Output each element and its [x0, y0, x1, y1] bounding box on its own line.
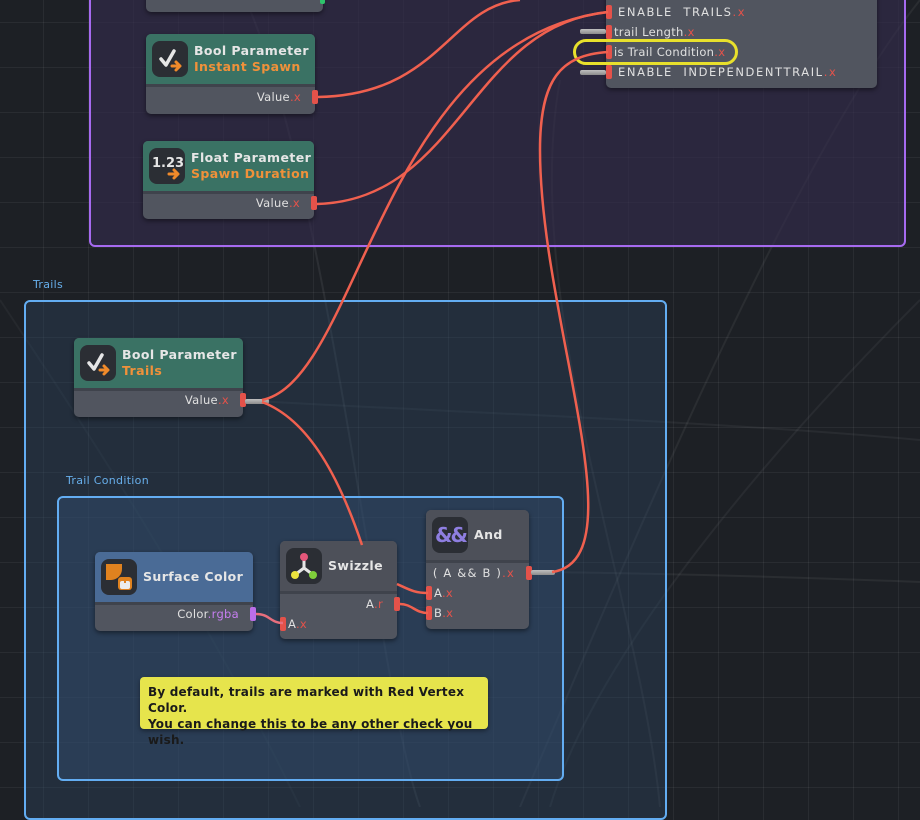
bool-parameter-instant-spawn-node[interactable]: Bool Parameter Instant Spawn Value.x [146, 34, 318, 114]
input-pin[interactable] [280, 617, 286, 631]
output-pin[interactable] [526, 566, 532, 580]
input-pin[interactable] [606, 25, 612, 39]
shader-output-node[interactable]: ENABLE TRAILS.x trail Length.x is Trail … [606, 0, 877, 88]
node-title: Surface Color [143, 569, 244, 584]
checkmark-arrow-icon [152, 41, 188, 77]
node-title: Float Parameter [191, 150, 312, 165]
port-name: Value [255, 196, 289, 210]
output-port-color[interactable]: Color.rgba [177, 607, 239, 621]
input-port-a[interactable]: A.x [288, 617, 307, 631]
and-icon: && [432, 517, 468, 553]
node-header: Swizzle [280, 541, 397, 594]
float-1.23-icon: 1.23 [149, 148, 185, 184]
port-swizzle: .x [217, 393, 229, 407]
output-pin[interactable] [311, 196, 317, 210]
connector-plug [245, 399, 269, 404]
input-pin[interactable] [426, 606, 432, 620]
port-name: A [366, 597, 375, 611]
swizzle-node[interactable]: Swizzle A.r A.x [280, 541, 400, 639]
node-title: Bool Parameter [122, 347, 237, 362]
input-pin[interactable] [606, 5, 612, 19]
connector-plug [531, 570, 555, 575]
float-parameter-spawn-duration-node[interactable]: 1.23 Float Parameter Spawn Duration Valu… [143, 141, 317, 219]
node-header: && And [426, 510, 529, 563]
port-name: A [434, 586, 442, 600]
icon-text: && [435, 523, 468, 547]
note-line-1: By default, trails are marked with Red V… [148, 685, 465, 715]
node-header: Surface Color [95, 552, 253, 605]
port-swizzle: .r [374, 597, 383, 611]
output-pin[interactable] [250, 607, 256, 621]
output-pin[interactable] [312, 90, 318, 104]
port-swizzle: .x [442, 606, 454, 620]
input-port-b[interactable]: B.x [434, 606, 453, 620]
port-name: ( A && B ) [432, 566, 503, 580]
output-pin[interactable] [394, 597, 400, 611]
port-swizzle: .rgba [207, 607, 239, 621]
unconnected-plug [580, 70, 606, 75]
surface-color-node[interactable]: Surface Color Color.rgba [95, 552, 256, 631]
output-pin[interactable] [240, 393, 246, 407]
port-swizzle: .x [823, 65, 838, 79]
output-pin-green[interactable] [320, 0, 325, 4]
input-port-is-trail-condition[interactable]: is Trail Condition.x [614, 45, 725, 59]
output-port-value[interactable]: Value.x [185, 393, 229, 407]
port-name: trail Length [614, 25, 684, 39]
node-header: Bool Parameter Instant Spawn [146, 34, 315, 87]
input-port-a[interactable]: A.x [434, 586, 453, 600]
output-port-a[interactable]: A.r [366, 597, 383, 611]
port-swizzle: .x [288, 196, 300, 210]
port-swizzle: .x [289, 90, 301, 104]
partial-node-top[interactable] [146, 0, 325, 12]
port-name: B [434, 606, 443, 620]
and-node[interactable]: && And ( A && B ).x A.x B.x [426, 510, 532, 629]
icon-text: 1.23 [152, 156, 185, 171]
highlight-ring [573, 39, 738, 65]
node-header: Bool Parameter Trails [74, 338, 243, 391]
node-title: Swizzle [328, 558, 383, 573]
port-swizzle: .x [732, 5, 747, 19]
swizzle-icon [286, 548, 322, 584]
output-port-value[interactable]: Value.x [256, 196, 300, 210]
node-header: 1.23 Float Parameter Spawn Duration [143, 141, 314, 194]
node-title: Bool Parameter [194, 43, 309, 58]
port-swizzle: .x [295, 617, 308, 631]
trails-group-label: Trails [33, 278, 64, 291]
port-swizzle: .x [714, 45, 726, 59]
port-name: A [288, 617, 296, 631]
port-swizzle: .x [683, 25, 695, 39]
port-swizzle: .x [502, 566, 515, 580]
node-subtitle: Spawn Duration [191, 166, 310, 181]
output-port-value[interactable]: Value.x [257, 90, 301, 104]
input-pin[interactable] [426, 586, 432, 600]
port-name: Value [256, 90, 290, 104]
input-port-trail-length[interactable]: trail Length.x [614, 25, 695, 39]
port-name: is Trail Condition [614, 45, 715, 59]
sticky-note[interactable]: By default, trails are marked with Red V… [140, 677, 488, 747]
port-name: ENABLE TRAILS [618, 5, 733, 19]
trail-condition-group-label: Trail Condition [66, 474, 149, 487]
node-subtitle: Instant Spawn [194, 59, 301, 74]
node-title: And [474, 527, 503, 542]
input-pin[interactable] [606, 65, 612, 79]
surface-color-icon [101, 559, 137, 595]
port-swizzle: .x [441, 586, 454, 600]
input-port-enable-trails[interactable]: ENABLE TRAILS.x [618, 5, 746, 19]
output-port-and[interactable]: ( A && B ).x [433, 566, 515, 580]
port-name: ENABLE INDEPENDENTTRAIL [618, 65, 824, 79]
checkmark-arrow-icon [80, 345, 116, 381]
input-pin[interactable] [606, 45, 612, 59]
port-name: Color [177, 607, 208, 621]
bool-parameter-trails-node[interactable]: Bool Parameter Trails Value.x [74, 338, 246, 417]
input-port-enable-independent-trail[interactable]: ENABLE INDEPENDENTTRAIL.x [618, 65, 837, 79]
unconnected-plug [580, 29, 606, 34]
note-line-2: You can change this to be any other chec… [148, 717, 473, 747]
port-name: Value [184, 393, 218, 407]
node-subtitle: Trails [122, 363, 163, 378]
